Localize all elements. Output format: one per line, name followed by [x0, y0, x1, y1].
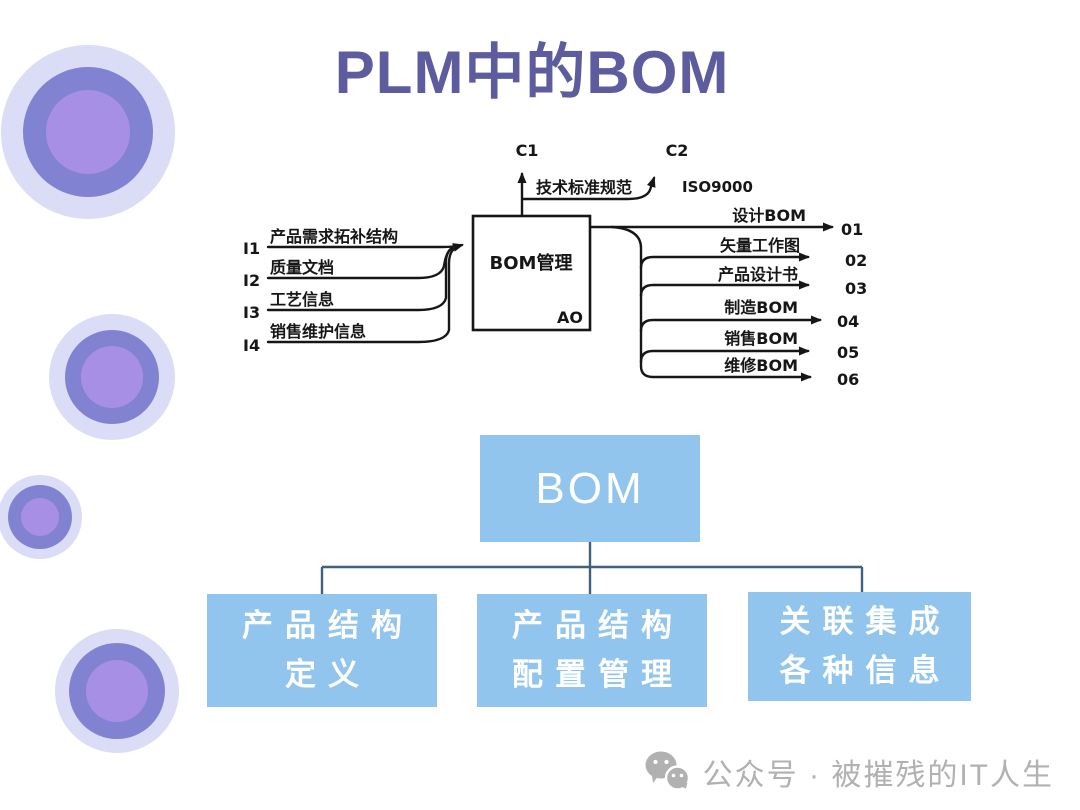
control-id-c2: C2	[666, 141, 689, 160]
child-box-product-structure-definition: 产品结构定义	[207, 594, 437, 707]
decor-circle-4-mid	[69, 643, 165, 739]
output-id-o1: 01	[841, 220, 863, 239]
watermark: 公众号 · 被摧残的IT人生	[643, 750, 1054, 794]
input-line-i3	[266, 246, 454, 312]
decor-circle-4	[55, 629, 179, 753]
input-label-i4: 销售维护信息	[270, 322, 366, 341]
output-label-o5: 销售BOM	[724, 329, 798, 348]
output-id-o4: 04	[837, 312, 859, 331]
input-label-i2: 质量文档	[270, 258, 334, 277]
decor-circle-1-mid	[23, 67, 153, 197]
child-box-associated-integrated-info: 关联集成各种信息	[748, 592, 971, 701]
watermark-text: 公众号 · 被摧残的IT人生	[702, 759, 1054, 792]
input-line-i1	[266, 243, 464, 252]
output-line-o4	[639, 315, 822, 333]
idef0-diagram: BOM管理 AO C1 技术标准规范 C2 ISO9000 I1 产品需求拓补结…	[243, 141, 867, 389]
output-label-o4: 制造BOM	[724, 298, 798, 317]
control-label-c2: ISO9000	[682, 178, 753, 196]
child-label-3: 关联集成各种信息	[779, 604, 952, 688]
decor-circle-1	[1, 45, 175, 219]
input-label-i1: 产品需求拓补结构	[270, 227, 398, 246]
control-arrow-c2	[521, 176, 656, 201]
input-id-i2: I2	[243, 271, 260, 290]
control-label-c1: 技术标准规范	[536, 178, 632, 197]
output-label-o6: 维修BOM	[724, 356, 798, 375]
child-box-product-structure-configuration: 产品结构配置管理	[477, 594, 707, 707]
bom-root-label: BOM	[535, 463, 645, 513]
control-id-c1: C1	[516, 141, 539, 160]
wechat-icon	[645, 751, 690, 791]
output-label-o1: 设计BOM	[732, 206, 806, 225]
decor-circle-3	[0, 475, 82, 559]
input-line-i4	[266, 247, 456, 344]
decor-circle-2	[49, 314, 175, 440]
decor-circle-2-mid	[65, 330, 159, 424]
output-label-o2: 矢量工作图	[720, 236, 800, 255]
output-id-o2: 02	[845, 251, 867, 270]
bom-management-box	[471, 214, 592, 332]
output-line-o2	[639, 252, 810, 270]
decor-circle-3-mid	[8, 485, 72, 549]
input-label-i3: 工艺信息	[270, 290, 334, 309]
output-id-o5: 05	[837, 343, 859, 362]
decor-circle-2-inner	[81, 346, 143, 408]
bom-root-box: BOM	[480, 435, 700, 542]
output-line-o3	[639, 280, 810, 298]
decor-circle-3-inner	[21, 498, 59, 536]
decor-circle-4-inner	[86, 660, 148, 722]
output-line-o5	[639, 346, 810, 364]
output-line-o6	[610, 225, 812, 382]
child-label-1: 产品结构定义	[242, 608, 414, 692]
output-id-o6: 06	[837, 370, 859, 389]
page-title: PLM中的BOM	[334, 39, 730, 106]
input-id-i3: I3	[243, 303, 260, 322]
input-id-i1: I1	[243, 239, 260, 258]
output-id-o3: 03	[845, 279, 867, 298]
bom-management-label: BOM管理	[490, 252, 573, 274]
child-label-2: 产品结构配置管理	[512, 608, 684, 692]
node-number: AO	[557, 308, 583, 327]
decor-circle-1-inner	[46, 90, 130, 174]
output-label-o3: 产品设计书	[718, 265, 798, 284]
input-id-i4: I4	[243, 336, 260, 355]
